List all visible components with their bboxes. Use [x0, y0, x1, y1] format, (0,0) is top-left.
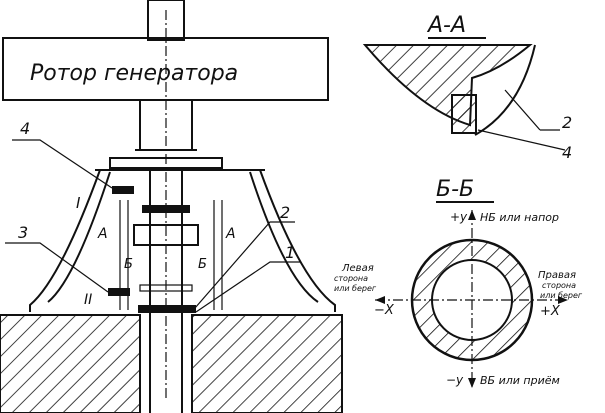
right-label-3: или берег	[540, 291, 583, 300]
callout-1: 1	[285, 243, 295, 262]
section-bb: Б-Б +y НБ или напор −y ВБ или приём Лева…	[334, 177, 583, 388]
housing-cone-outer	[29, 169, 336, 312]
plus-x: +X	[540, 304, 561, 319]
leader-2	[194, 221, 295, 309]
sensor-4	[112, 186, 134, 194]
section-aa: А-А 2 4	[362, 13, 572, 162]
rotor-hub	[128, 100, 205, 159]
base-left	[0, 314, 141, 413]
sensor-insert	[451, 94, 477, 134]
left-label-3: или берег	[334, 284, 377, 293]
callout-2: 2	[280, 203, 290, 222]
zone-i: I	[76, 194, 81, 212]
minus-y: −y	[446, 373, 464, 387]
leader-3	[5, 242, 109, 293]
callout-aa-4: 4	[562, 143, 572, 162]
inner-guides	[119, 200, 223, 310]
left-label-1: Левая	[341, 263, 374, 274]
plus-y-label: НБ или напор	[480, 211, 559, 224]
section-aa-title: А-А	[426, 13, 466, 38]
leader-1	[195, 261, 300, 313]
minus-y-label: ВБ или приём	[480, 374, 560, 387]
rotor-label: Ротор генератора	[30, 61, 238, 86]
leader-aa-4	[477, 129, 566, 151]
leader-4	[12, 139, 113, 189]
sensor-3	[108, 288, 130, 296]
upper-ring	[142, 205, 190, 213]
zone-ii: II	[84, 292, 92, 308]
left-label-2: сторона	[334, 274, 368, 283]
upper-shaft	[147, 0, 185, 41]
base-right	[191, 314, 343, 413]
section-mark-a-right: А	[225, 226, 236, 242]
housing-cone-inner	[47, 171, 319, 303]
leader-aa-2	[504, 89, 560, 131]
blade-section	[362, 44, 533, 127]
section-bb-title: Б-Б	[436, 177, 474, 202]
callout-4: 4	[20, 119, 30, 138]
plus-y: +y	[450, 210, 468, 224]
section-mark-b-left: Б	[124, 257, 133, 272]
seal-ring	[138, 305, 196, 313]
section-mark-a-left: А	[97, 226, 108, 242]
minus-x: −X	[374, 303, 395, 318]
section-mark-b-right: Б	[198, 257, 207, 272]
coupling	[133, 224, 199, 246]
callout-3: 3	[18, 223, 28, 242]
lower-ring	[139, 284, 193, 292]
callout-aa-2: 2	[562, 113, 572, 132]
blade-edge	[474, 44, 536, 136]
main-view: Ротор генератора 4 3 2 1 I II А	[0, 0, 343, 413]
right-label-2: сторона	[542, 281, 576, 290]
right-label-1: Правая	[538, 270, 576, 281]
